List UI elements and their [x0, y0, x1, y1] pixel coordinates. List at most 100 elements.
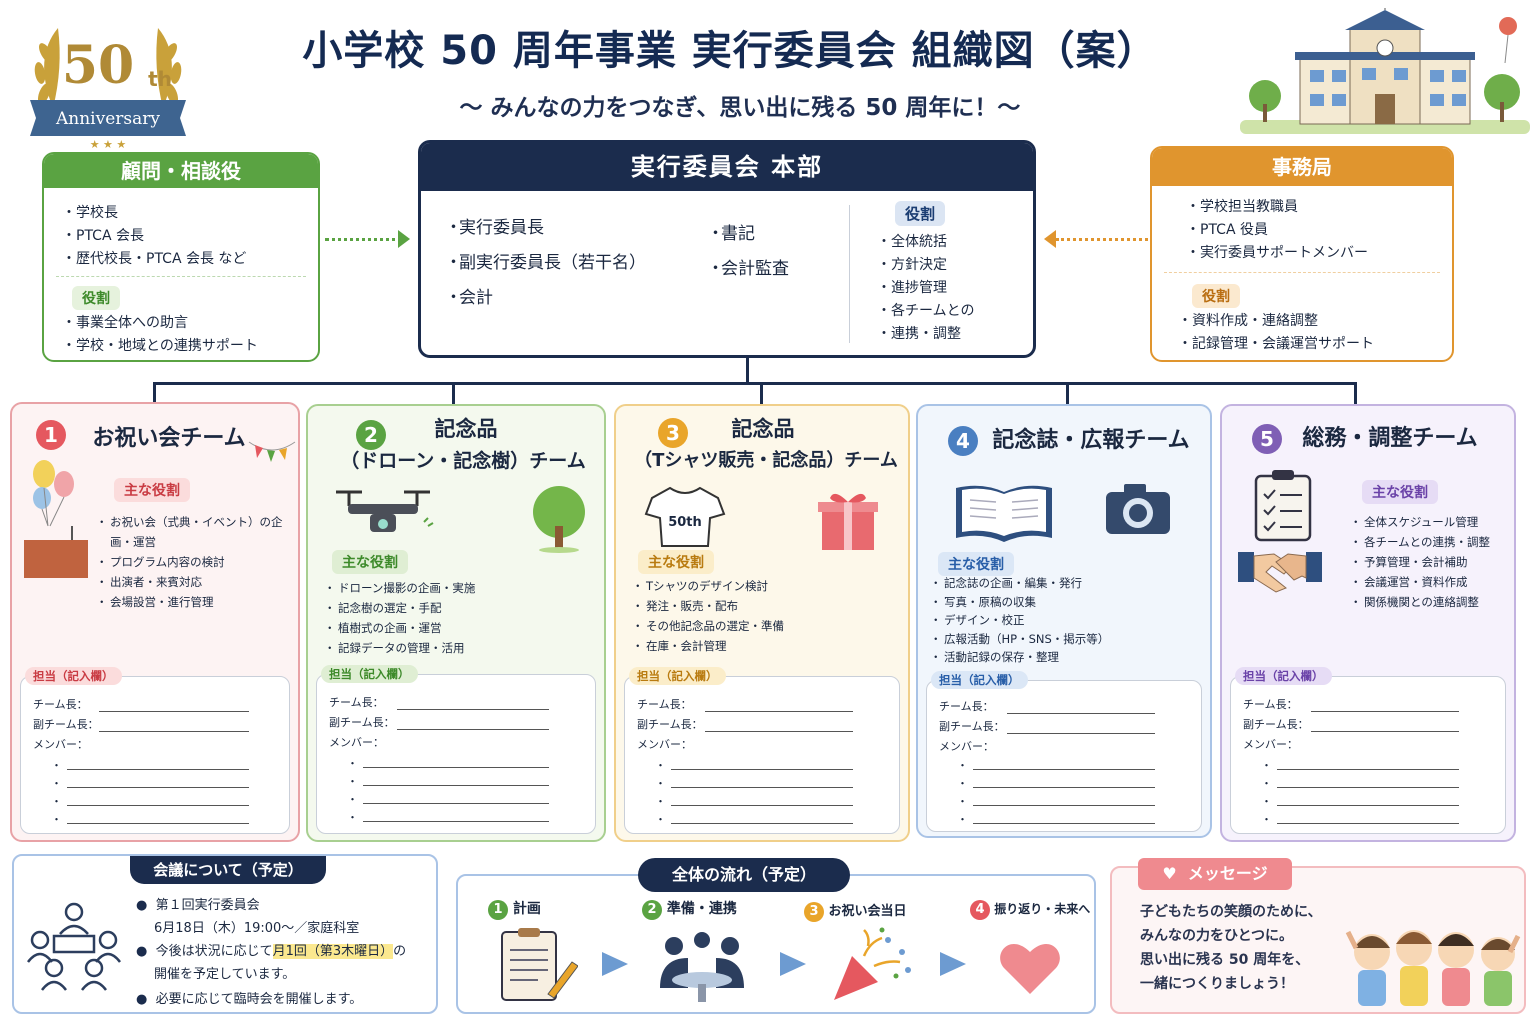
sub-leader-label: 副チーム長：: [1243, 718, 1309, 731]
badge-number: 50: [62, 35, 134, 96]
team-name-sub: （Tシャツ販売・記念品）チーム: [634, 450, 898, 471]
tree-icon: [533, 486, 585, 553]
assign-label: 担当（記入欄）: [1235, 667, 1332, 685]
team-number: 1: [36, 420, 66, 450]
members-label: メンバー：: [637, 738, 692, 751]
hq-title: 実行委員会 本部: [421, 143, 1033, 191]
hq-role-label: 役割: [895, 201, 946, 226]
team-number: 3: [658, 418, 688, 448]
flow-title: 全体の流れ（予定）: [638, 858, 850, 892]
assign-label: 担当（記入欄）: [25, 667, 122, 685]
svg-text:th: th: [148, 67, 172, 91]
team-role: 出演者・来賓対応: [96, 572, 298, 592]
meeting-line: ● 第１回実行委員会: [136, 898, 260, 913]
drone-icon: [336, 490, 434, 532]
leader-label: チーム長：: [329, 696, 384, 709]
sub-leader-label: 副チーム長：: [939, 720, 1005, 733]
flow-step-2: 2 準備・連携: [642, 898, 737, 920]
hq-member: 会計: [445, 281, 646, 316]
team-role: プログラム内容の検討: [96, 552, 298, 572]
svg-text:★ ★ ★: ★ ★ ★: [90, 138, 127, 150]
team-role: 植樹式の企画・運営: [324, 618, 475, 638]
hq-box: 実行委員会 本部 実行委員長 副実行委員長（若干名） 会計 書記 会計監査 役割…: [418, 140, 1036, 358]
team-name-sub: （ドローン・記念樹）チーム: [340, 450, 586, 472]
team-role-label: 主な役割: [332, 550, 408, 574]
advisor-role: 学校・地域との連携サポート: [62, 335, 258, 358]
meeting-people-icon: [27, 902, 121, 991]
badge-ribbon: Anniversary: [55, 109, 160, 129]
message-line: 子どもたちの笑顔のために、: [1140, 904, 1322, 920]
team-name: 総務・調整チーム: [1302, 426, 1478, 451]
team-role: 予算管理・会計補助: [1350, 552, 1490, 572]
flow-arrow: [780, 952, 806, 976]
team-number: 4: [948, 426, 978, 456]
svg-text:50th: 50th: [668, 515, 702, 530]
office-box: 事務局 学校担当教職員 PTCA 役員 実行委員サポートメンバー 役割 資料作成…: [1150, 146, 1454, 362]
flow-box: 全体の流れ（予定） 1 計画 2 準備・連携 3 お祝い会当日 4 振り返り・未…: [456, 858, 1096, 1014]
flow-step-4: 4 振り返り・未来へ: [970, 900, 1090, 920]
party-popper-icon: [834, 927, 911, 1000]
meeting-line: ● 必要に応じて臨時会を開催します。: [136, 992, 363, 1007]
team-card-3: 3 記念品 （Tシャツ販売・記念品）チーム 50th 主な役割 Tシャツのデザイ…: [614, 404, 910, 842]
assign-area: 担当（記入欄） チーム長： 副チーム長： メンバー： ・ ・ ・ ・: [20, 667, 290, 834]
team-role: デザイン・校正: [930, 611, 1109, 630]
team-role: 会議運営・資料作成: [1350, 572, 1490, 592]
message-line: 一緒につくりましょう！: [1140, 976, 1294, 992]
team-role: その他記念品の選定・準備: [632, 616, 784, 636]
advisor-role: 事業全体への助言: [62, 312, 258, 335]
team-role: 在庫・会計管理: [632, 636, 784, 656]
team-role: 会場設営・進行管理: [96, 592, 298, 612]
hq-member: 実行委員長: [445, 211, 646, 246]
team-card-1: 1 お祝い会チーム 主な役割 お祝い会（式典・イベント）の企画・運営 プログラム…: [10, 402, 300, 842]
team-role-label: 主な役割: [638, 550, 714, 574]
meeting-highlight: 月1回（第3木曜日）: [272, 944, 394, 959]
message-title: ♥ メッセージ: [1138, 858, 1292, 890]
office-member: 学校担当教職員: [1186, 196, 1368, 219]
assign-label: 担当（記入欄）: [629, 667, 726, 685]
page-subtitle: 〜 みんなの力をつなぎ、思い出に残る 50 周年に！〜: [459, 95, 1021, 121]
hq-role: 進捗管理: [877, 277, 974, 300]
team-role: 活動記録の保存・整理: [930, 648, 1109, 667]
team-role: 記録データの管理・活用: [324, 638, 475, 658]
children-icon: [1345, 930, 1521, 1006]
sub-leader-label: 副チーム長：: [329, 716, 395, 729]
team-card-5: 5 総務・調整チーム 主な役割 全体スケジュール管理 各チームとの連携・調整 予…: [1220, 404, 1516, 842]
leader-label: チーム長：: [1243, 698, 1298, 711]
meeting-line: 6月18日（木）19:00〜／家庭科室: [154, 921, 360, 936]
assign-area: 担当（記入欄） チーム長： 副チーム長： メンバー： ・ ・ ・ ・: [926, 671, 1202, 832]
message-box: ♥ メッセージ 子どもたちの笑顔のために、 みんなの力をひとつに。 思い出に残る…: [1110, 858, 1526, 1014]
office-arrow: [1056, 238, 1148, 241]
page-title: 小学校 50 周年事業 実行委員会 組織図（案）: [302, 28, 1158, 74]
team-role-label: 主な役割: [938, 552, 1014, 576]
heart-icon: [1000, 943, 1060, 994]
meeting-line: ● 今後は状況に応じて月1回（第3木曜日）の: [136, 944, 407, 959]
hq-member: 会計監査: [707, 252, 789, 287]
advisor-role-label: 役割: [72, 286, 120, 310]
assign-area: 担当（記入欄） チーム長： 副チーム長： メンバー： ・ ・ ・ ・: [1230, 667, 1506, 834]
advisor-arrow: [325, 238, 403, 241]
team-card-2: 2 記念品 （ドローン・記念樹）チーム 主な役割 ドローン撮影の企画・実施 記念…: [306, 404, 606, 842]
members-label: メンバー：: [329, 736, 384, 749]
assign-area: 担当（記入欄） チーム長： 副チーム長： メンバー： ・ ・ ・ ・: [316, 665, 596, 834]
leader-label: チーム長：: [939, 700, 994, 713]
clipboard-pencil-icon: [501, 928, 578, 1001]
team-name: 記念品: [731, 417, 795, 441]
hq-member: 書記: [707, 217, 789, 252]
team-role: お祝い会（式典・イベント）の企画・運営: [96, 512, 298, 552]
advisor-member: PTCA 会長: [62, 225, 246, 248]
flow-step-3: 3 お祝い会当日: [804, 900, 907, 922]
school-building-icon: [1240, 8, 1530, 134]
office-role: 記録管理・会議運営サポート: [1178, 333, 1374, 356]
flow-arrow: [602, 952, 628, 976]
team-role: 広報活動（HP・SNS・掲示等）: [930, 630, 1109, 649]
flow-arrow: [940, 952, 966, 976]
members-label: メンバー：: [939, 740, 994, 753]
meeting-title: 会議について（予定）: [130, 856, 326, 884]
team-name: 記念品: [434, 417, 498, 441]
message-line: 思い出に残る 50 周年を、: [1140, 952, 1310, 968]
assign-label: 担当（記入欄）: [321, 665, 418, 683]
org-connector: [746, 358, 749, 384]
team-role: 発注・販売・配布: [632, 596, 784, 616]
members-label: メンバー：: [1243, 738, 1298, 751]
members-label: メンバー：: [33, 738, 88, 751]
